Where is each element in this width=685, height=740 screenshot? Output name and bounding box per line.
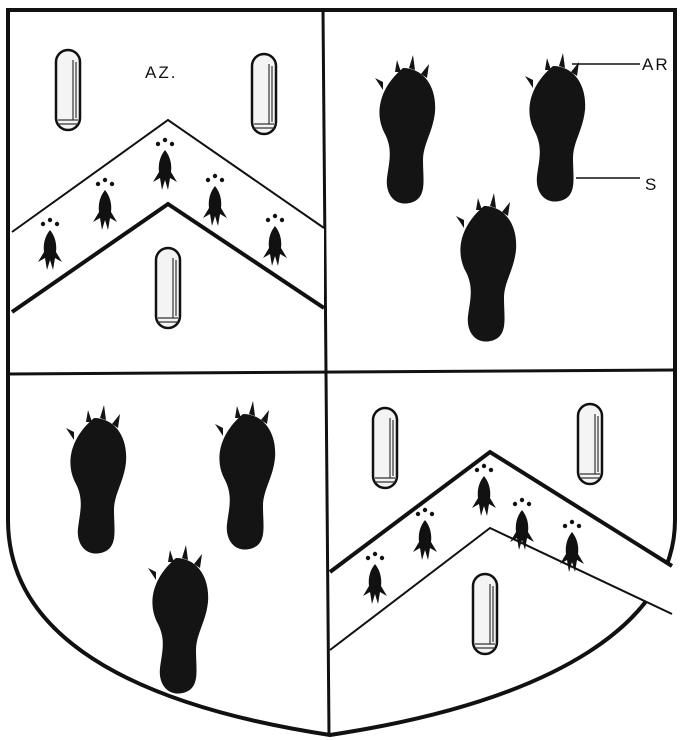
cylinder-charge <box>56 50 80 130</box>
tincture-label-azure: AZ. <box>145 63 177 82</box>
tincture-label-argent: AR <box>642 55 670 74</box>
tincture-label-sable: S <box>645 175 658 194</box>
cylinder-charge <box>578 404 602 484</box>
cylinder-charge <box>156 248 180 328</box>
cylinder-charge <box>373 408 397 488</box>
cylinder-charge <box>252 54 276 134</box>
cylinder-charge <box>473 574 497 654</box>
